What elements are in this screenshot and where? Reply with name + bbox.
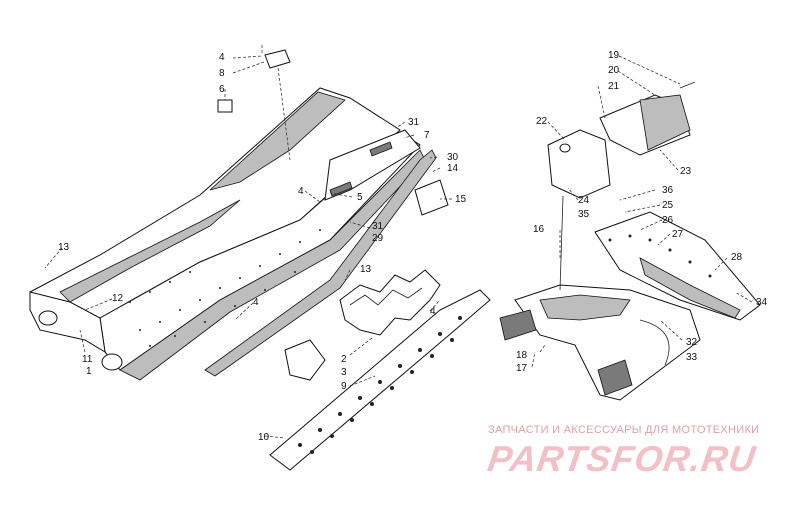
snow-flap: [594, 211, 761, 321]
callout-22: 22: [536, 116, 548, 127]
callout-21: 21: [608, 81, 620, 92]
callout-32: 32: [686, 337, 698, 348]
callout-23: 23: [680, 166, 692, 177]
callout-labels: 4 8 6 31 7 30 14 15 4 5 31 29 13 13 12 4…: [58, 50, 768, 443]
callout-17: 17: [516, 363, 528, 374]
callout-12: 12: [112, 293, 124, 304]
callout-27: 27: [672, 229, 684, 240]
running-board-plate: [269, 289, 491, 471]
tunnel-assembly: [29, 87, 449, 381]
callout-5: 5: [357, 192, 363, 203]
watermark-logo: PARTSFOR.RU: [485, 438, 759, 479]
callout-31: 31: [372, 221, 384, 232]
callout-9: 9: [341, 381, 347, 392]
callout-35: 35: [578, 209, 590, 220]
heat-exchanger-plate: [339, 269, 441, 336]
callout-15: 15: [455, 194, 467, 205]
callout-1: 1: [86, 366, 92, 377]
callout-33: 33: [686, 352, 698, 363]
callout-3: 3: [341, 367, 347, 378]
taillight-assembly: [547, 81, 696, 199]
callout-30: 30: [447, 152, 459, 163]
watermark-tagline: ЗАПЧАСТИ И АКСЕССУАРЫ ДЛЯ МОТОТЕХНИКИ: [488, 424, 760, 436]
callout-26: 26: [662, 215, 674, 226]
callout-11: 11: [82, 354, 93, 365]
callout-19: 19: [608, 50, 620, 61]
callout-29: 29: [372, 233, 384, 244]
callout-8: 8: [219, 68, 225, 79]
rear-bumper: [499, 284, 701, 401]
callout-2: 2: [341, 354, 347, 365]
callout-16: 16: [533, 224, 545, 235]
callout-25: 25: [662, 200, 674, 211]
callout-4: 4: [298, 186, 304, 197]
callout-7: 7: [424, 130, 430, 141]
callout-20: 20: [608, 65, 620, 76]
callout-31: 31: [408, 117, 420, 128]
callout-14: 14: [447, 163, 459, 174]
callout-34: 34: [756, 297, 768, 308]
callout-13: 13: [360, 264, 372, 275]
callout-13: 13: [58, 242, 70, 253]
callout-10: 10: [258, 432, 270, 443]
callout-4: 4: [430, 306, 436, 317]
top-bracket: [217, 49, 291, 113]
callout-24: 24: [578, 195, 590, 206]
callout-6: 6: [219, 84, 225, 95]
callout-28: 28: [731, 252, 743, 263]
callout-36: 36: [662, 185, 674, 196]
leader-lines: [44, 45, 753, 439]
callout-18: 18: [516, 350, 528, 361]
callout-4: 4: [253, 297, 259, 308]
small-bracket: [284, 339, 326, 381]
callout-4: 4: [219, 52, 225, 63]
